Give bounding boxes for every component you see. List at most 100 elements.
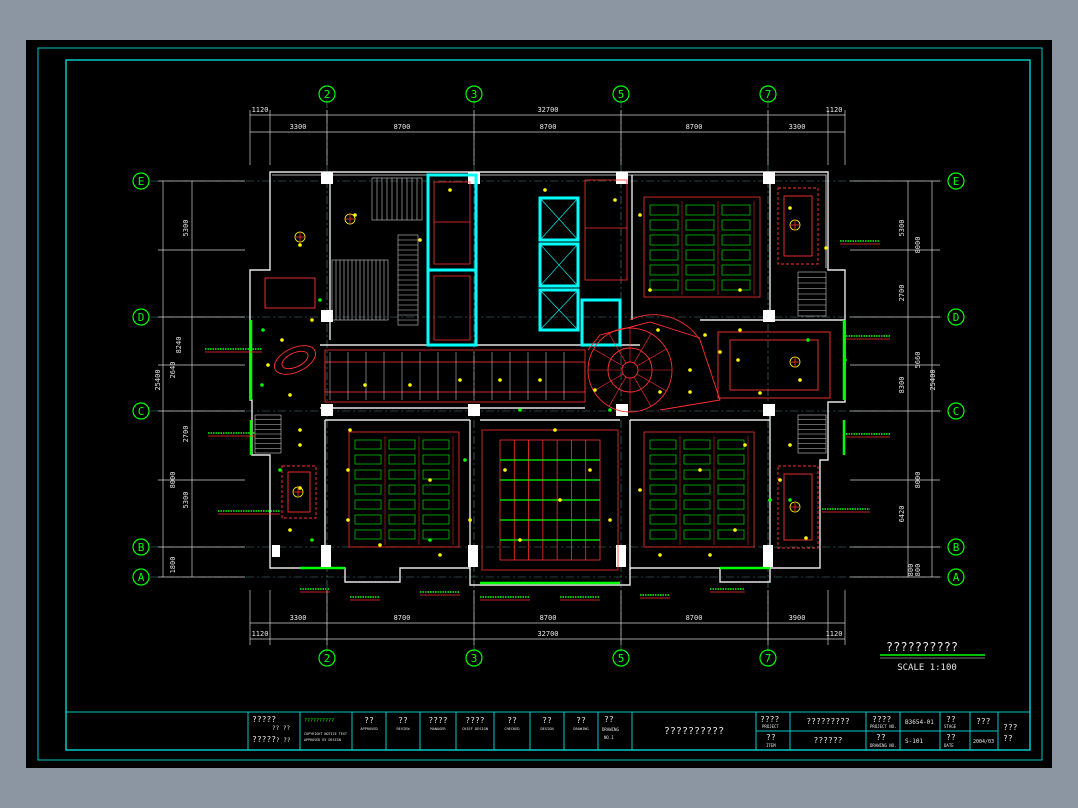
sprinkler-dot bbox=[843, 358, 847, 362]
tb-stage-cn: ?? bbox=[946, 715, 956, 724]
grid-bubble-bottom-3-label: 3 bbox=[471, 652, 478, 665]
right-room-ceilings bbox=[717, 187, 831, 549]
sprinkler-dot bbox=[518, 408, 522, 412]
grid-bubble-left-E-label: E bbox=[138, 175, 145, 188]
classroom-bottom-left-desk bbox=[388, 439, 416, 450]
sprinkler-dot bbox=[278, 468, 282, 472]
corridor-ceiling bbox=[324, 349, 586, 403]
dim-right-seg-7: 6420 bbox=[898, 506, 906, 523]
title-block-text: ????? ?? ?? ????? ? ?? ?????????? COPYRI… bbox=[252, 715, 1018, 748]
classroom-bottom-left-ceiling-frame bbox=[348, 431, 460, 548]
signoff-cell-en: CHECKED bbox=[504, 727, 519, 731]
dim-bottom-seg-2: 8700 bbox=[394, 614, 411, 622]
dim-left-seg-2: 8240 bbox=[175, 337, 183, 354]
classroom-bottom-right-desk bbox=[717, 439, 745, 450]
grid-bubble-left-D-circle bbox=[132, 308, 150, 326]
light-fixture-dot bbox=[310, 318, 314, 322]
signoff-cell-en: CHIEF DESIGN bbox=[462, 727, 488, 731]
light-fixture-dot bbox=[428, 478, 432, 482]
classroom-bottom-right-desk bbox=[683, 529, 711, 540]
drawing-title: ?????????? bbox=[886, 640, 958, 654]
dim-right-seg-9: 800 bbox=[914, 564, 922, 577]
rotunda-ray bbox=[633, 376, 652, 407]
light-fixture-dot bbox=[736, 358, 740, 362]
tb-item-en: ITEM bbox=[766, 743, 776, 748]
dimension-lines bbox=[158, 110, 940, 645]
tb-drawing-no-value: S-101 bbox=[905, 738, 923, 745]
light-fixture-dot bbox=[788, 206, 792, 210]
light-fixture-dot bbox=[638, 213, 642, 217]
light-fixture-dot bbox=[778, 478, 782, 482]
elevator-car-lines bbox=[539, 197, 579, 331]
dim-top-seg-5: 3300 bbox=[789, 123, 806, 131]
classroom-desks bbox=[348, 196, 761, 548]
light-fixture-dot bbox=[553, 428, 557, 432]
classroom-bottom-left-desk bbox=[354, 454, 382, 465]
signoff-cell-cn: ?? bbox=[576, 716, 586, 725]
light-fixture-dot bbox=[538, 378, 542, 382]
dim-bottom-seg-4: 8700 bbox=[686, 614, 703, 622]
sprinkler-dot bbox=[463, 458, 467, 462]
light-fixture-dot bbox=[346, 518, 350, 522]
light-fixture-dot bbox=[543, 188, 547, 192]
light-fixture-dot bbox=[703, 333, 707, 337]
classroom-top-right-desk bbox=[649, 204, 679, 216]
dim-left-seg-6: 5300 bbox=[182, 492, 190, 509]
annotation-leaders bbox=[205, 240, 890, 601]
rotunda-ray bbox=[636, 373, 667, 392]
dimension-text: 32700 1120 1120 3300 8700 8700 8700 3300… bbox=[252, 106, 843, 638]
signoff-cell-en: DRAWING bbox=[573, 727, 588, 731]
classroom-bottom-right-desk bbox=[717, 469, 745, 480]
classroom-bottom-right-ceiling-frame bbox=[643, 431, 755, 548]
grid-bubble-top-7-circle bbox=[759, 85, 777, 103]
signoff-cell-en: DESIGN bbox=[541, 727, 554, 731]
tb-rev-2: ?? bbox=[1003, 734, 1013, 743]
dim-bottom-seg-3: 8700 bbox=[540, 614, 557, 622]
sprinkler-dot bbox=[260, 383, 264, 387]
grid-bubble-left-E-circle bbox=[132, 172, 150, 190]
tb-date-en: DATE bbox=[944, 743, 954, 748]
classroom-bottom-left-desk bbox=[388, 514, 416, 525]
classroom-top-right-desk bbox=[649, 264, 679, 276]
classroom-bottom-left-desk bbox=[422, 469, 450, 480]
sprinkler-dot bbox=[310, 538, 314, 542]
light-fixture-dot bbox=[518, 538, 522, 542]
light-fixture-dot bbox=[593, 388, 597, 392]
company-small: ?????????? bbox=[304, 718, 334, 724]
dim-top-seg-4: 8700 bbox=[686, 123, 703, 131]
dim-top-seg-2: 8700 bbox=[394, 123, 411, 131]
structural-columns bbox=[272, 172, 775, 567]
light-fixture-dot bbox=[378, 543, 382, 547]
dim-bottom-edge-right: 1120 bbox=[826, 630, 843, 638]
tb-project-no-en: PROJECT NO. bbox=[870, 724, 897, 729]
light-fixture-dot bbox=[298, 428, 302, 432]
tb-project-value: ????????? bbox=[806, 717, 850, 726]
grid-bubble-right-D-label: D bbox=[953, 311, 960, 324]
classroom-bottom-left-desk bbox=[354, 484, 382, 495]
classroom-top-right-desk bbox=[649, 219, 679, 231]
rotunda-ray bbox=[593, 373, 624, 392]
dim-top-seg-3: 8700 bbox=[540, 123, 557, 131]
classroom-bottom-right-desk bbox=[717, 529, 745, 540]
tb-project-no-cn: ???? bbox=[872, 715, 891, 724]
grid-bubble-right-C-label: C bbox=[953, 405, 960, 418]
light-fixture-dot bbox=[804, 536, 808, 540]
light-fixture-dot bbox=[363, 383, 367, 387]
tb-drawing-cn: ?? bbox=[604, 715, 614, 724]
light-fixture-dot bbox=[498, 378, 502, 382]
drawing-scale: SCALE 1:100 bbox=[897, 663, 957, 673]
grid-bubble-right-B-label: B bbox=[953, 541, 960, 554]
classroom-bottom-left-desk bbox=[422, 499, 450, 510]
light-fixture-dot bbox=[648, 288, 652, 292]
core-ceiling bbox=[433, 179, 628, 341]
light-fixture-dot bbox=[418, 238, 422, 242]
dim-bottom-edge-left: 1120 bbox=[252, 630, 269, 638]
classroom-top-right-desk bbox=[685, 279, 715, 291]
classroom-top-right-desk bbox=[649, 279, 679, 291]
tb-project-no-value: B3654-01 bbox=[905, 719, 934, 726]
grid-bubble-right-D-circle bbox=[947, 308, 965, 326]
center-hall-ceiling bbox=[481, 429, 619, 571]
classroom-bottom-right-desk bbox=[683, 469, 711, 480]
light-fixture-dot bbox=[658, 553, 662, 557]
